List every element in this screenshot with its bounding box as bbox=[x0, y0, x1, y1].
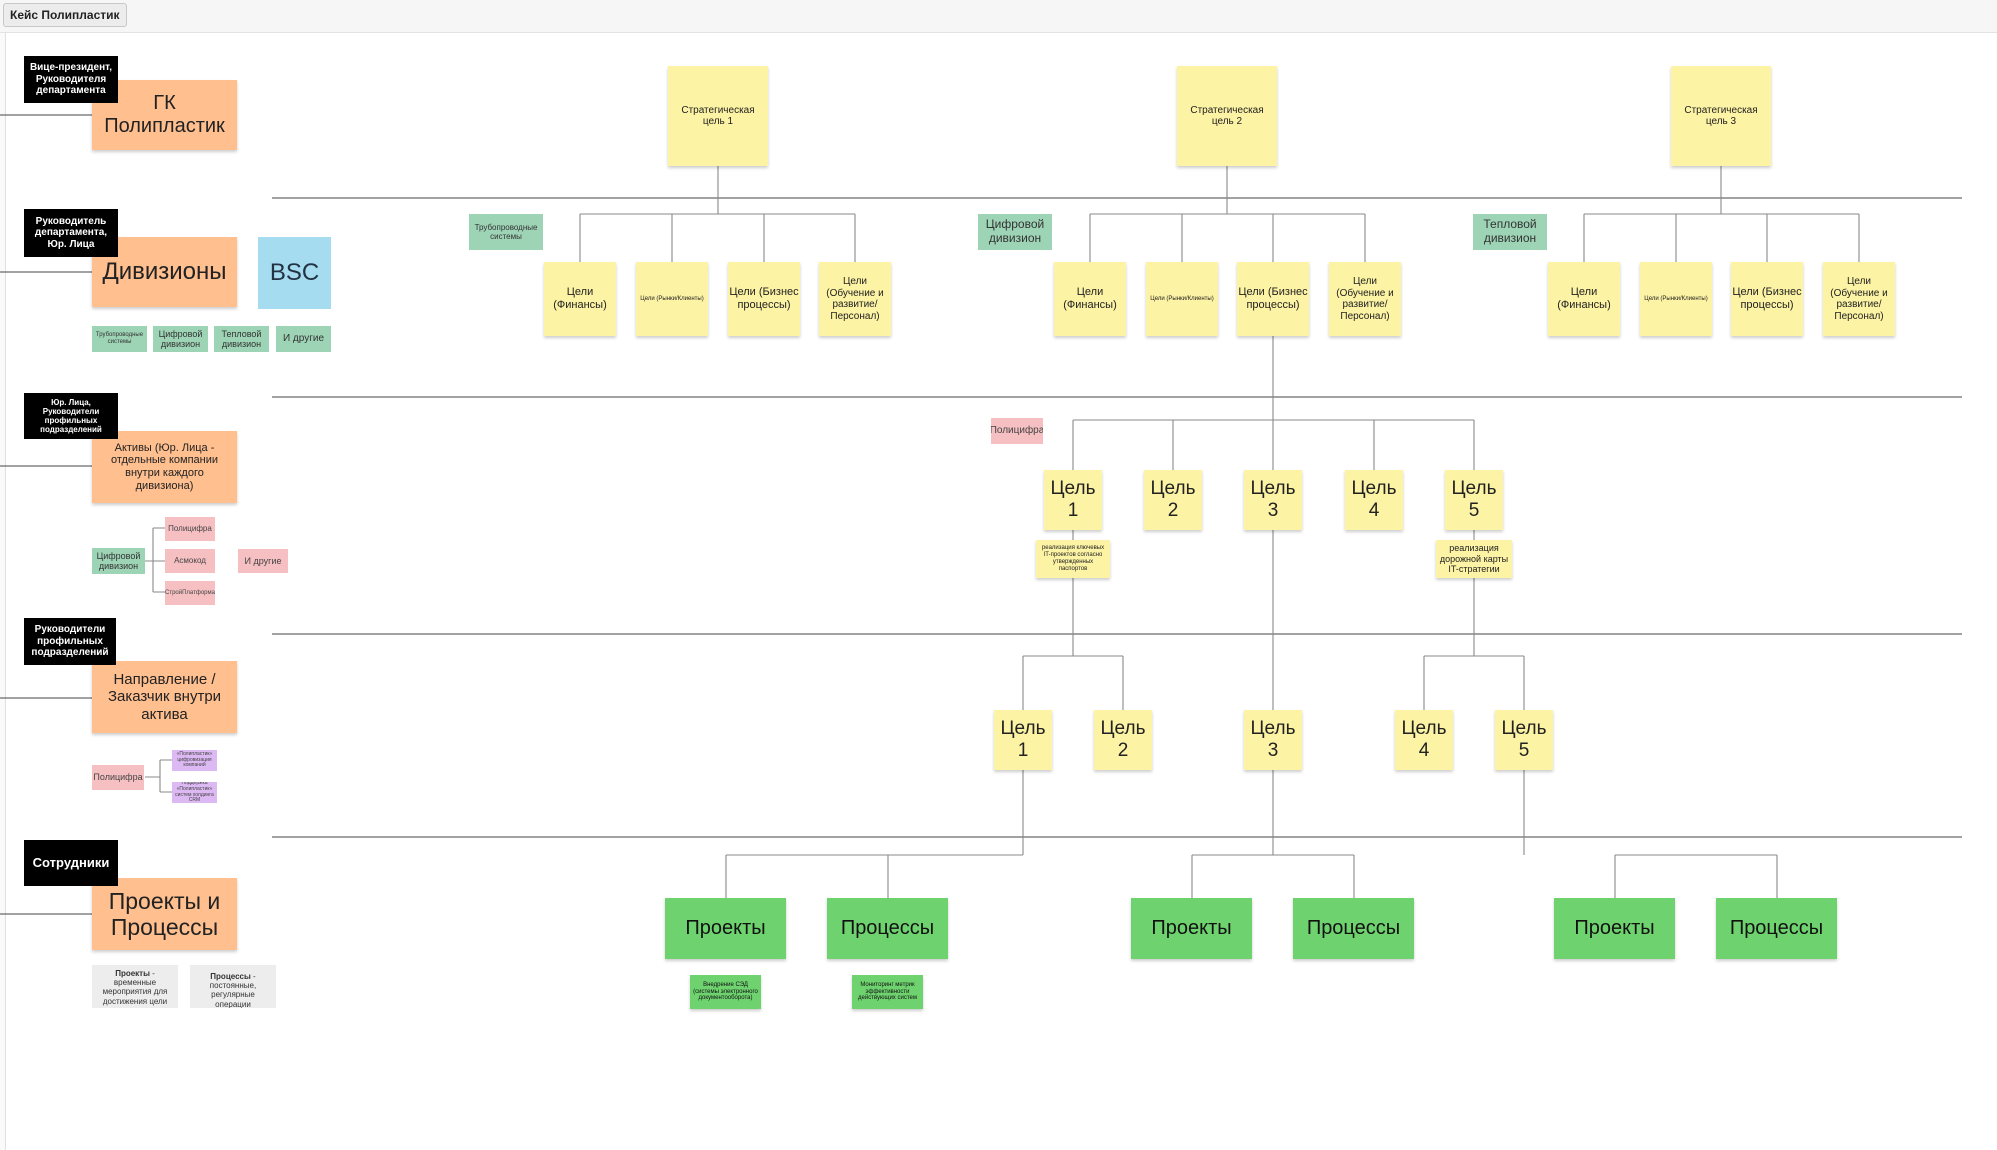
bsc-goal-finance[interactable]: Цели (Финансы) bbox=[1054, 262, 1126, 336]
sub-goal-1[interactable]: Цель 1 bbox=[994, 710, 1052, 770]
projects-node[interactable]: Проекты bbox=[1131, 898, 1252, 959]
projects-node[interactable]: Проекты bbox=[1554, 898, 1675, 959]
level-divisions[interactable]: Дивизионы bbox=[92, 237, 237, 307]
goal-5[interactable]: Цель 5 bbox=[1445, 470, 1503, 530]
projects-example-note[interactable]: Внедрение СЭД (системы электронного доку… bbox=[690, 975, 761, 1009]
legend-asset-root[interactable]: Цифровой дивизион bbox=[92, 548, 145, 574]
processes-note-term: Процессы bbox=[210, 972, 251, 981]
processes-node[interactable]: Процессы bbox=[1293, 898, 1414, 959]
sub-goal-4[interactable]: Цель 4 bbox=[1395, 710, 1453, 770]
legend-div-thermal[interactable]: Тепловой дивизион bbox=[214, 326, 269, 352]
processes-node[interactable]: Процессы bbox=[1716, 898, 1837, 959]
bsc-goal-finance[interactable]: Цели (Финансы) bbox=[1548, 262, 1620, 336]
board-title-button[interactable]: Кейс Полипластик bbox=[3, 3, 127, 27]
projects-note-text: - временные мероприятия для достижения ц… bbox=[102, 969, 168, 1006]
top-toolbar: Кейс Полипластик bbox=[0, 0, 1997, 33]
sub-goal-3[interactable]: Цель 3 bbox=[1244, 710, 1302, 770]
sub-goal-2[interactable]: Цель 2 bbox=[1094, 710, 1152, 770]
bsc-goal-processes[interactable]: Цели (Бизнес процессы) bbox=[728, 262, 800, 336]
role-label-division-head: Руководитель департамента, Юр. Лица bbox=[24, 209, 118, 257]
legend-div-digital[interactable]: Цифровой дивизион bbox=[153, 326, 208, 352]
goal-1-note[interactable]: реализация ключевых IT-проектов согласно… bbox=[1036, 540, 1110, 578]
legend-div-other[interactable]: И другие bbox=[276, 326, 331, 352]
goal-1[interactable]: Цель 1 bbox=[1044, 470, 1102, 530]
bsc-goal-learning[interactable]: Цели (Обучение и развитие/Персонал) bbox=[819, 262, 891, 336]
strategic-goal-1[interactable]: Стратегическая цель 1 bbox=[668, 66, 768, 166]
bsc-goal-processes[interactable]: Цели (Бизнес процессы) bbox=[1237, 262, 1309, 336]
legend-asset-1[interactable]: Полицифра bbox=[165, 517, 215, 541]
legend-asset-3[interactable]: СтройПлатформа bbox=[165, 581, 215, 605]
processes-example-note[interactable]: Мониторинг метрик эффективности действую… bbox=[852, 975, 923, 1009]
goal-5-note[interactable]: реализация дорожной карты IT-стратегии bbox=[1436, 540, 1512, 578]
bsc-goal-learning[interactable]: Цели (Обучение и развитие/Персонал) bbox=[1329, 262, 1401, 336]
processes-node[interactable]: Процессы bbox=[827, 898, 948, 959]
projects-node[interactable]: Проекты bbox=[665, 898, 786, 959]
bsc-goal-learning[interactable]: Цели (Обучение и развитие/Персонал) bbox=[1823, 262, 1895, 336]
role-label-employees: Сотрудники bbox=[24, 840, 118, 886]
bsc-goal-markets[interactable]: Цели (Рынки/Клиенты) bbox=[636, 262, 708, 336]
bsc-goal-markets[interactable]: Цели (Рынки/Клиенты) bbox=[1640, 262, 1712, 336]
sub-goal-5[interactable]: Цель 5 bbox=[1495, 710, 1553, 770]
processes-note-text: - постоянные, регулярные операции bbox=[209, 972, 257, 1008]
bsc-goal-markets[interactable]: Цели (Рынки/Клиенты) bbox=[1146, 262, 1218, 336]
asset-tag-policifra[interactable]: Полицифра bbox=[991, 418, 1043, 444]
legend-processes-note[interactable]: Процессы - постоянные, регулярные операц… bbox=[190, 965, 276, 1008]
division-tag-digital[interactable]: Цифровой дивизион bbox=[978, 214, 1052, 250]
strategic-goal-3[interactable]: Стратегическая цель 3 bbox=[1671, 66, 1771, 166]
legend-asset-2[interactable]: Асмокод bbox=[165, 549, 215, 573]
legend-dir-1[interactable]: «Полипластик» цифровизация компаний bbox=[172, 750, 217, 771]
bsc-goal-finance[interactable]: Цели (Финансы) bbox=[544, 262, 616, 336]
legend-projects-note[interactable]: Проекты - временные мероприятия для дост… bbox=[92, 965, 178, 1008]
goal-3[interactable]: Цель 3 bbox=[1244, 470, 1302, 530]
division-tag-thermal[interactable]: Тепловой дивизион bbox=[1473, 214, 1547, 250]
legend-asset-other[interactable]: И другие bbox=[238, 549, 288, 573]
level-assets[interactable]: Активы (Юр. Лица - отдельные компании вн… bbox=[92, 431, 237, 503]
whiteboard-canvas[interactable] bbox=[5, 33, 1997, 1150]
strategic-goal-2[interactable]: Стратегическая цель 2 bbox=[1177, 66, 1277, 166]
legend-div-pipe[interactable]: Трубопроводные системы bbox=[92, 326, 147, 352]
legend-dir-2[interactable]: Поддержка «Полипластик» систем холдинга … bbox=[172, 782, 217, 803]
role-label-vp: Вице-президент, Руководителя департамент… bbox=[24, 56, 118, 103]
bsc-sticky[interactable]: BSC bbox=[258, 237, 331, 309]
role-label-profile-heads: Руководители профильных подразделений bbox=[24, 618, 116, 665]
level-direction[interactable]: Направление / Заказчик внутри актива bbox=[92, 661, 237, 733]
legend-dir-root[interactable]: Полицифра bbox=[92, 765, 144, 790]
bsc-goal-processes[interactable]: Цели (Бизнес процессы) bbox=[1731, 262, 1803, 336]
role-label-legal: Юр. Лица, Руководители профильных подраз… bbox=[24, 393, 118, 439]
division-tag-pipe[interactable]: Трубопроводные системы bbox=[469, 214, 543, 250]
projects-note-term: Проекты bbox=[115, 969, 150, 978]
goal-4[interactable]: Цель 4 bbox=[1345, 470, 1403, 530]
level-projects-processes[interactable]: Проекты и Процессы bbox=[92, 878, 237, 950]
goal-2[interactable]: Цель 2 bbox=[1144, 470, 1202, 530]
